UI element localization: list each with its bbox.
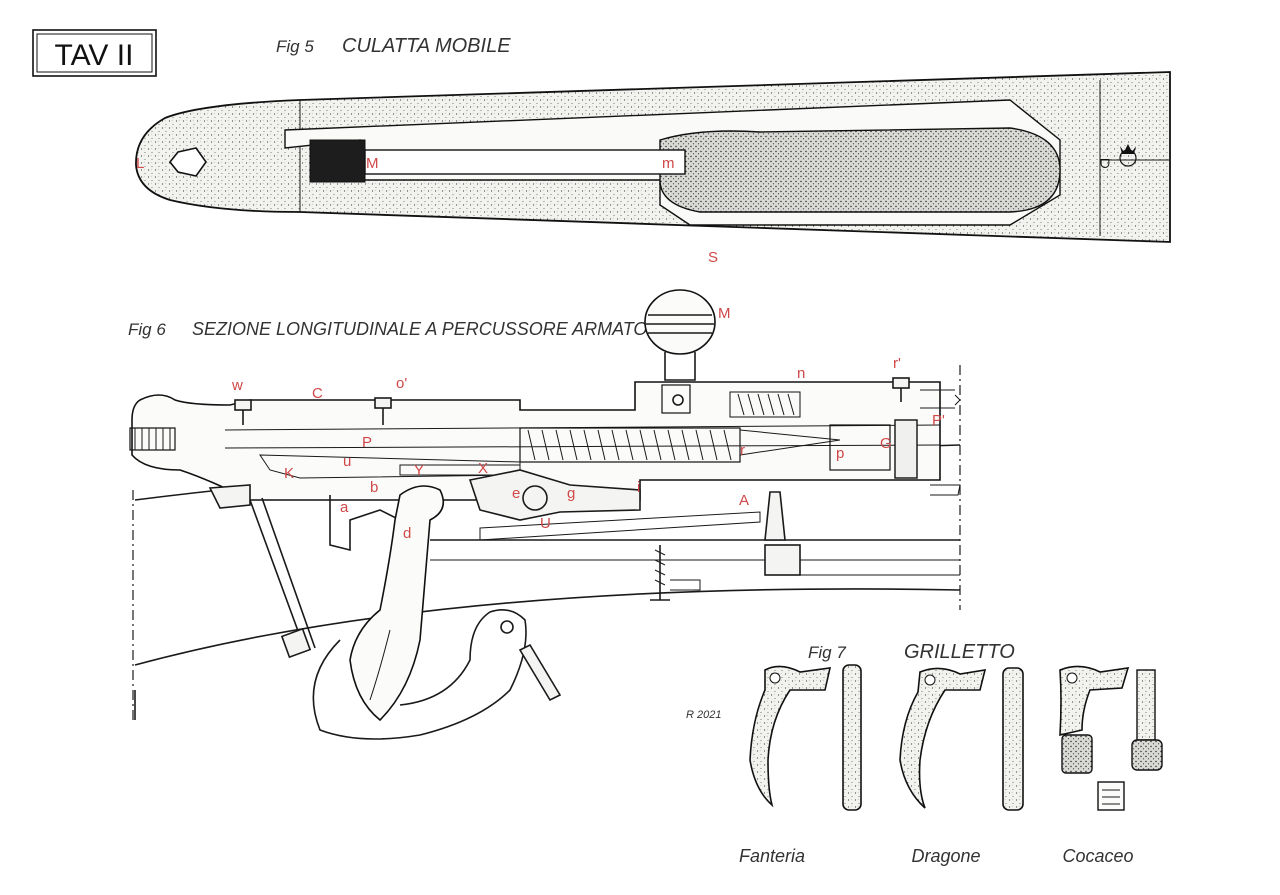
svg-text:ᗜ: ᗜ — [1100, 157, 1110, 171]
fig6-label-i: i — [637, 479, 640, 496]
fig7-number: Fig 7 — [808, 643, 846, 662]
fig7-variant-cocaceo: Cocaceo — [1062, 846, 1133, 866]
fig6-label-u: u — [343, 453, 351, 470]
fig7-variant-fanteria: Fanteria — [739, 846, 805, 866]
fig5-label-M: M — [366, 155, 379, 172]
fig6-label-r1: r' — [893, 355, 901, 372]
artist-signature: R 2021 — [686, 709, 721, 721]
plate-label: TAV II — [55, 39, 134, 72]
fig6-label-A: A — [739, 492, 749, 509]
trigger-cocaceo — [1059, 665, 1163, 811]
fig6-label-r: r — [740, 442, 745, 459]
fig5-number: Fig 5 — [276, 37, 314, 56]
fig7-title: GRILLETTO — [904, 641, 1015, 663]
fig5-label-L: L — [136, 155, 144, 172]
fig6-label-G: G — [880, 435, 892, 452]
fig6-label-M: M — [718, 305, 731, 322]
fig5-title: CULATTA MOBILE — [342, 35, 511, 57]
fig5-label-S: S — [708, 249, 718, 266]
screw-o — [374, 397, 392, 425]
fig6-label-Y: Y — [414, 462, 424, 479]
fig6-label-d: d — [403, 525, 411, 542]
fig6-label-p1: P' — [932, 412, 945, 429]
trigger-fanteria — [749, 664, 862, 811]
fig6-label-o1: o' — [396, 375, 407, 392]
screw-r — [892, 377, 910, 402]
trigger-dragone — [899, 667, 1024, 811]
fig6-label-p: p — [836, 445, 844, 462]
fig6-label-n: n — [797, 365, 805, 382]
fig6-label-g: g — [567, 485, 575, 502]
fig6-section-drawing: M n r' w C o' P p r G P' u K Y X b a e g… — [129, 289, 961, 740]
fig6-label-X: X — [478, 460, 488, 477]
fig6-label-b: b — [370, 479, 378, 496]
fig6-title: SEZIONE LONGITUDINALE A PERCUSSORE ARMAT… — [192, 319, 647, 339]
fig5-bolt-drawing: ᗜ L M m S — [135, 71, 1171, 266]
fig6-label-K: K — [284, 465, 294, 482]
fig6-label-U: U — [540, 515, 551, 532]
trigger-and-guard — [312, 485, 562, 740]
plate-label-box: TAV II — [32, 29, 157, 77]
crown-stamp-icon: ᗜ — [1100, 144, 1137, 171]
small-spring — [729, 391, 801, 418]
fig6-number: Fig 6 — [128, 320, 166, 339]
fig6-label-e: e — [512, 485, 520, 502]
fig7-variant-dragone: Dragone — [911, 846, 980, 866]
fig6-label-w: w — [231, 377, 243, 394]
bolt-handle-knob — [644, 289, 716, 414]
fig5-label-m: m — [662, 155, 675, 172]
screw-w — [234, 399, 252, 425]
fig6-label-P: P — [362, 434, 372, 451]
fig6-label-a: a — [340, 499, 349, 516]
fig6-label-C: C — [312, 385, 323, 402]
